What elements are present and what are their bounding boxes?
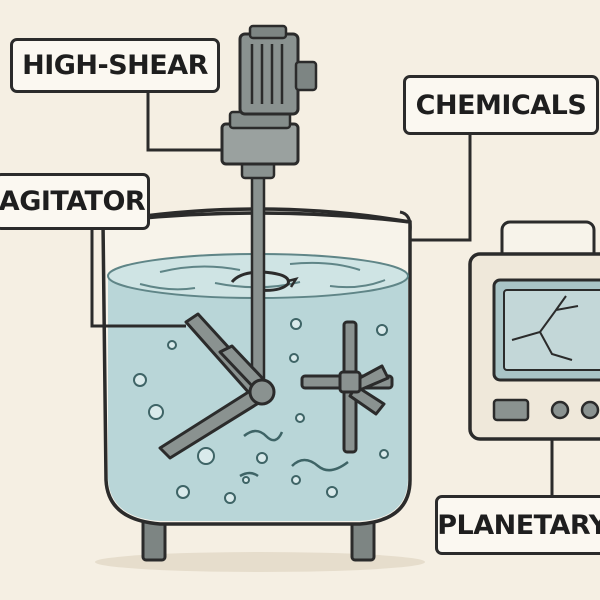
particles [239,429,349,478]
ground-shadow [95,552,425,572]
leader-lines [90,92,554,497]
control-panel [468,220,600,441]
motor-base [220,122,300,166]
swirl [230,270,290,292]
label-planetary: PLANETARY [435,495,600,555]
mixer-shaft [250,163,266,387]
label-chemicals: CHEMICALS [403,75,599,135]
motor-icon [238,32,300,116]
motor-fins [250,44,284,104]
label-agitator: AGITATOR [0,173,150,230]
panel-button [492,398,530,422]
panel-knob [580,400,600,420]
label-high-shear: HIGH-SHEAR [10,38,220,93]
agitator-blades [158,312,276,460]
bubbles [133,318,389,504]
panel-knob [550,400,570,420]
motor-junction-box [294,60,318,92]
high-shear-rotor [300,320,394,454]
